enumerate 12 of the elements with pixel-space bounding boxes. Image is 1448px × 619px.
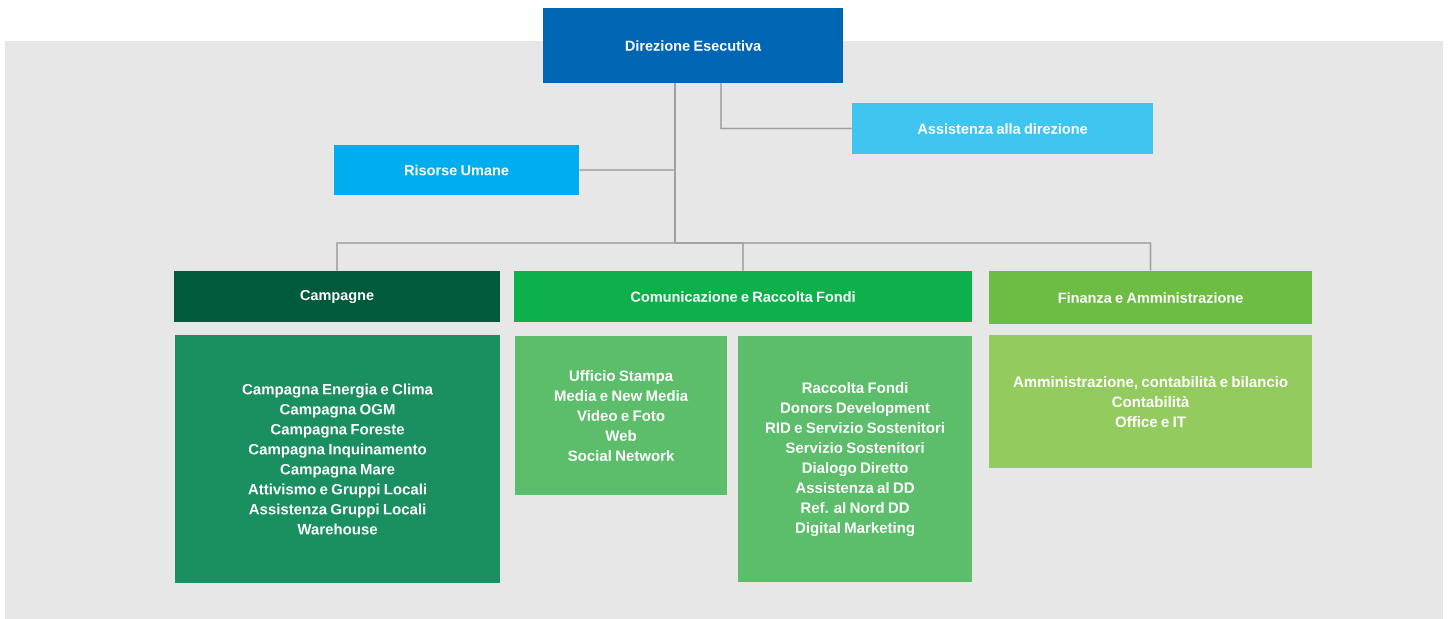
header-box: Finanza e Amministrazione [989,271,1312,324]
header-box: Assistenza alla direzione [852,103,1153,154]
list-box: Campagna Energia e Clima Campagna OGM Campagna Foreste Campagna Inquinamento Campagna Mare Attivismo e Gruppi Locali Assistenza Gruppi Locali Warehouse [175,335,500,583]
list-box: Ufficio Stampa Media e New Media Video e Foto Web Social Network [515,336,727,495]
header-box: Campagne [174,271,500,322]
connector-line [720,82,853,130]
connector-line [674,82,1152,272]
header-box: Risorse Umane [334,145,579,195]
list-box: Raccolta Fondi Donors Development RID e Servizio Sostenitori Servizio Sostenitori Dialogo Diretto Assistenza al DD Ref. al Nord DD Digital Marketing [738,336,972,582]
header-box: Direzione Esecutiva [543,8,843,83]
header-box: Comunicazione e Raccolta Fondi [514,271,972,322]
list-box: Amministrazione, contabilità e bilancio Contabilità Office e IT [989,335,1312,468]
